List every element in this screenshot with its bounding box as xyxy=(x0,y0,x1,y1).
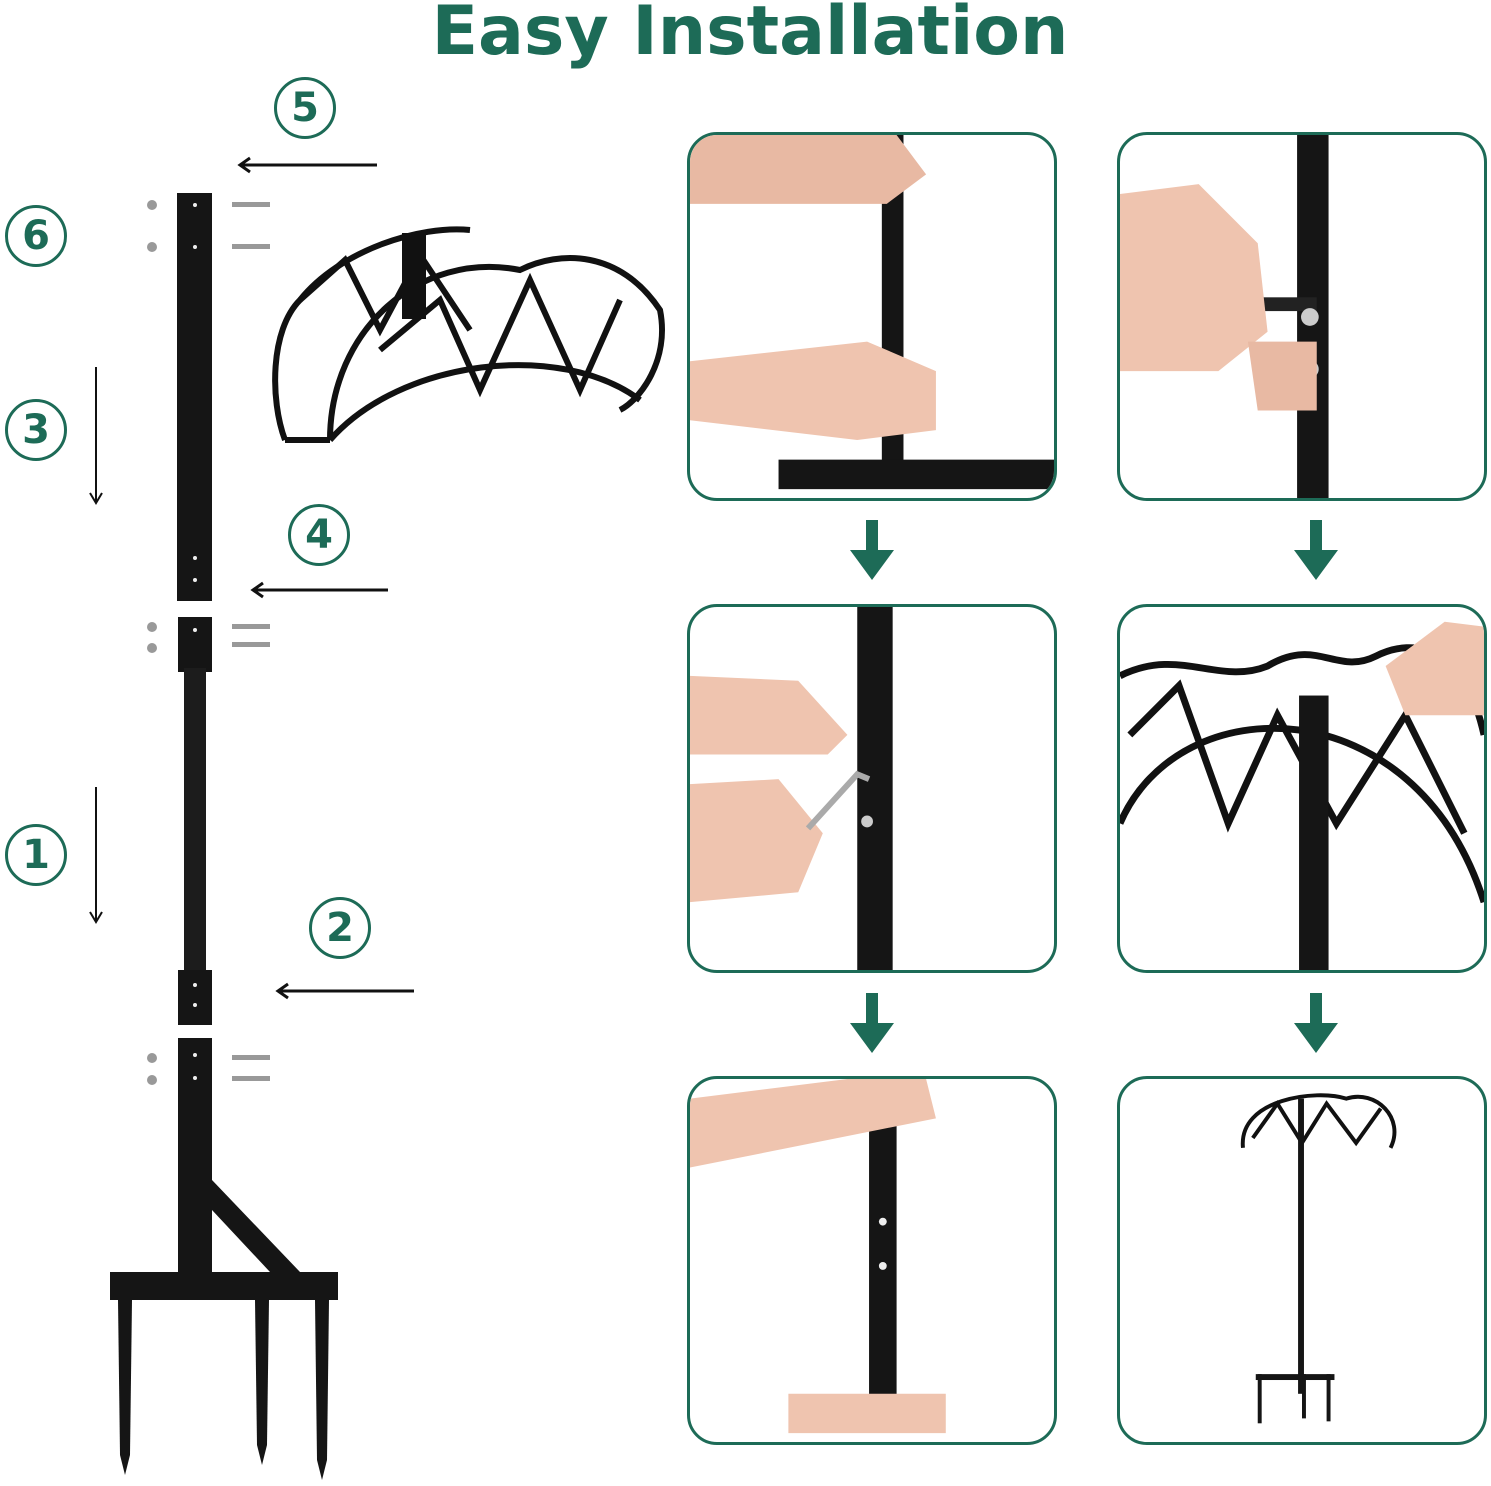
attach-rack-panel xyxy=(1117,604,1487,973)
page-title: Easy Installation xyxy=(431,0,1069,71)
down-arrow-icon xyxy=(850,993,894,1053)
step-2-badge: 2 xyxy=(309,897,371,959)
middle-pole xyxy=(184,668,206,973)
down-arrow-icon xyxy=(850,520,894,580)
exploded-diagram xyxy=(89,156,665,1480)
step-4-badge: 4 xyxy=(288,504,350,566)
step-6-badge: 6 xyxy=(5,205,67,267)
step-1-badge: 1 xyxy=(5,824,67,886)
down-arrow-icon xyxy=(1294,520,1338,580)
step-5-badge: 5 xyxy=(274,77,336,139)
step-3-badge: 3 xyxy=(5,399,67,461)
ground-stake xyxy=(110,1038,338,1480)
down-arrow-icon xyxy=(1294,993,1338,1053)
arrow-down-icon xyxy=(89,367,103,924)
screws xyxy=(147,200,270,1085)
top-pole xyxy=(177,193,212,601)
arrow-left-icon xyxy=(237,156,414,1000)
hold-pole-panel xyxy=(687,132,1057,501)
hex-key-panel xyxy=(687,604,1057,973)
finished-stand-panel xyxy=(1117,1076,1487,1445)
hose-rack xyxy=(272,226,665,443)
tighten-bolt-panel xyxy=(1117,132,1487,501)
extend-pole-panel xyxy=(687,1076,1057,1445)
